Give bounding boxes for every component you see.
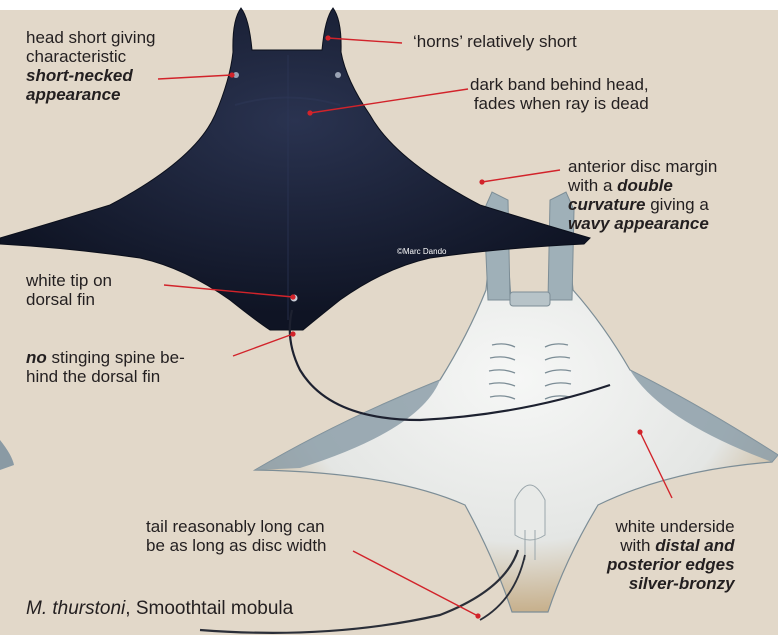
leader-head [158, 75, 232, 79]
callout-underside-emphasis2: posterior edges [607, 555, 735, 574]
caption-species-name: M. thurstoni [26, 598, 125, 619]
callout-underside: white underside with distal and posterio… [607, 517, 735, 593]
callout-band: dark band behind head, fades when ray is… [470, 75, 649, 113]
callout-head-line1: head short giving [26, 28, 155, 47]
callout-whitetip-line2: dorsal fin [26, 290, 112, 309]
callout-spine-line2: hind the dorsal fin [26, 367, 185, 386]
species-caption: M. thurstoni, Smoothtail mobula [26, 598, 293, 620]
callout-margin-emphasis2: curvature [568, 195, 645, 214]
caption-common-name: Smoothtail mobula [136, 598, 293, 619]
callout-margin-emphasis1: double [617, 176, 673, 195]
artist-credit: ©Marc Dando [397, 247, 446, 256]
leader-spine [233, 334, 293, 356]
ventral-tail [200, 550, 518, 633]
callout-band-line1: dark band behind head, [470, 75, 649, 94]
callout-margin-line2: with a [568, 176, 617, 195]
callout-spine: no stinging spine be- hind the dorsal fi… [26, 348, 185, 386]
callout-band-line2: fades when ray is dead [470, 94, 649, 113]
callout-underside-line2: with [620, 536, 655, 555]
leader-margin [482, 170, 560, 182]
callout-tail: tail reasonably long can be as long as d… [146, 517, 327, 555]
callout-tail-line1: tail reasonably long can [146, 517, 327, 536]
callout-head-emphasis2: appearance [26, 85, 155, 104]
edge-fin-fragment [0, 440, 14, 470]
callout-head-line2: characteristic [26, 47, 155, 66]
callout-horns-text: ‘horns’ relatively short [413, 32, 577, 51]
callout-margin-emphasis3: wavy appearance [568, 214, 717, 233]
leader-tail [353, 551, 478, 616]
callout-whitetip: white tip on dorsal fin [26, 271, 112, 309]
callout-underside-line1: white underside [607, 517, 735, 536]
callout-head-emphasis1: short-necked [26, 66, 155, 85]
callout-underside-emphasis3: silver-bronzy [607, 574, 735, 593]
callout-margin-line1: anterior disc margin [568, 157, 717, 176]
callout-margin-line3: giving a [645, 195, 708, 214]
callout-horns: ‘horns’ relatively short [413, 32, 577, 51]
caption-separator: , [125, 598, 136, 619]
top-strip [0, 0, 778, 10]
callout-underside-emphasis1: distal and [655, 536, 734, 555]
callout-margin: anterior disc margin with a double curva… [568, 157, 717, 233]
callout-spine-line1: stinging spine be- [47, 348, 185, 367]
callout-whitetip-line1: white tip on [26, 271, 112, 290]
callout-spine-emphasis: no [26, 348, 47, 367]
callout-tail-line2: be as long as disc width [146, 536, 327, 555]
callout-head: head short giving characteristic short-n… [26, 28, 155, 104]
